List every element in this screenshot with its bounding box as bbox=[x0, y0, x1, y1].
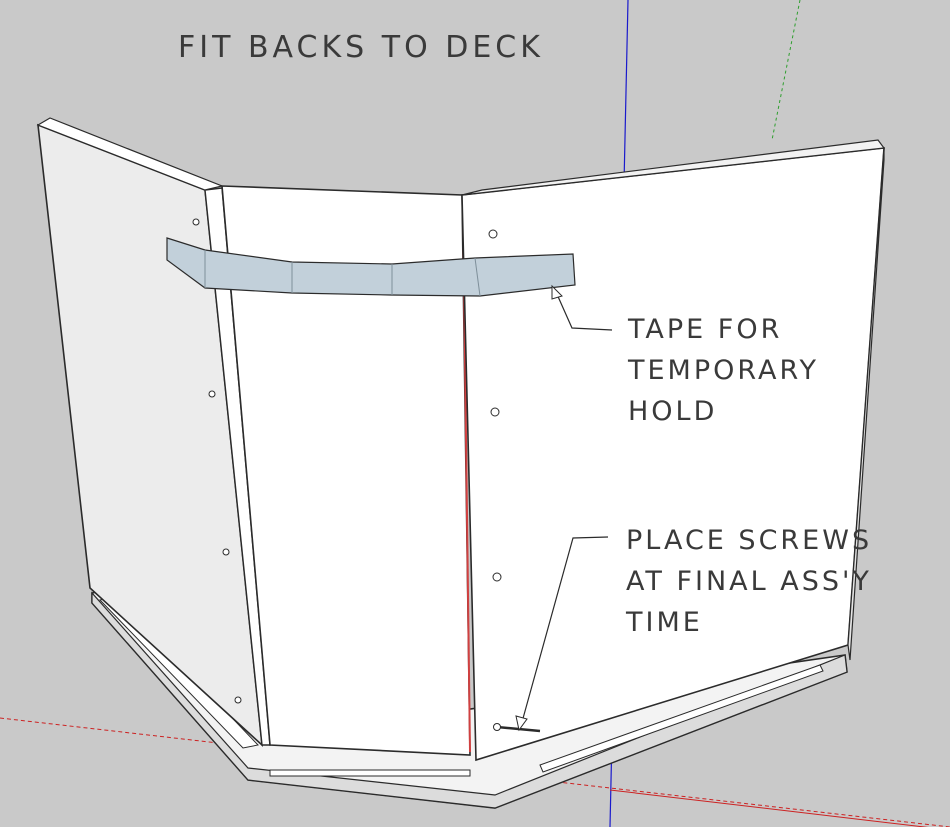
screw-hole bbox=[222, 548, 230, 556]
tape-leader-arrow bbox=[551, 284, 563, 300]
tape-leader-line bbox=[555, 291, 613, 331]
screws-leader-arrow bbox=[515, 715, 528, 732]
screws-annotation-line: time bbox=[626, 607, 703, 638]
screw-hole bbox=[208, 390, 216, 398]
page-title: Fit backs to deck bbox=[178, 30, 544, 65]
deck-base-side bbox=[91, 591, 848, 809]
screw-hole bbox=[234, 696, 242, 704]
screw-hole bbox=[490, 407, 500, 417]
green-axis bbox=[771, 0, 801, 141]
screw-head bbox=[493, 723, 501, 731]
center-back-panel bbox=[221, 185, 471, 756]
right-back-panel-top bbox=[461, 139, 886, 196]
screws-leader-line bbox=[521, 536, 609, 723]
tape-annotation-line: temporary bbox=[628, 355, 820, 386]
tape-annotation-line: tape for bbox=[628, 314, 783, 345]
screws-annotation-line: place screws bbox=[626, 525, 873, 556]
deck-slot-right bbox=[539, 664, 824, 773]
tape-crease bbox=[474, 257, 481, 297]
screws-annotation-line: at final ass'y bbox=[626, 566, 872, 597]
screw-hole bbox=[192, 218, 200, 226]
tape-annotation-line: hold bbox=[628, 396, 718, 427]
right-back-panel-edge bbox=[847, 147, 885, 661]
screw-hole bbox=[492, 572, 502, 582]
screw-hole bbox=[488, 229, 498, 239]
tape-annotation: tape for temporary hold bbox=[628, 309, 819, 432]
red-axis-solid bbox=[609, 789, 929, 827]
deck-slot-front bbox=[269, 769, 471, 777]
screws-annotation: place screws at final ass'y time bbox=[626, 520, 872, 643]
